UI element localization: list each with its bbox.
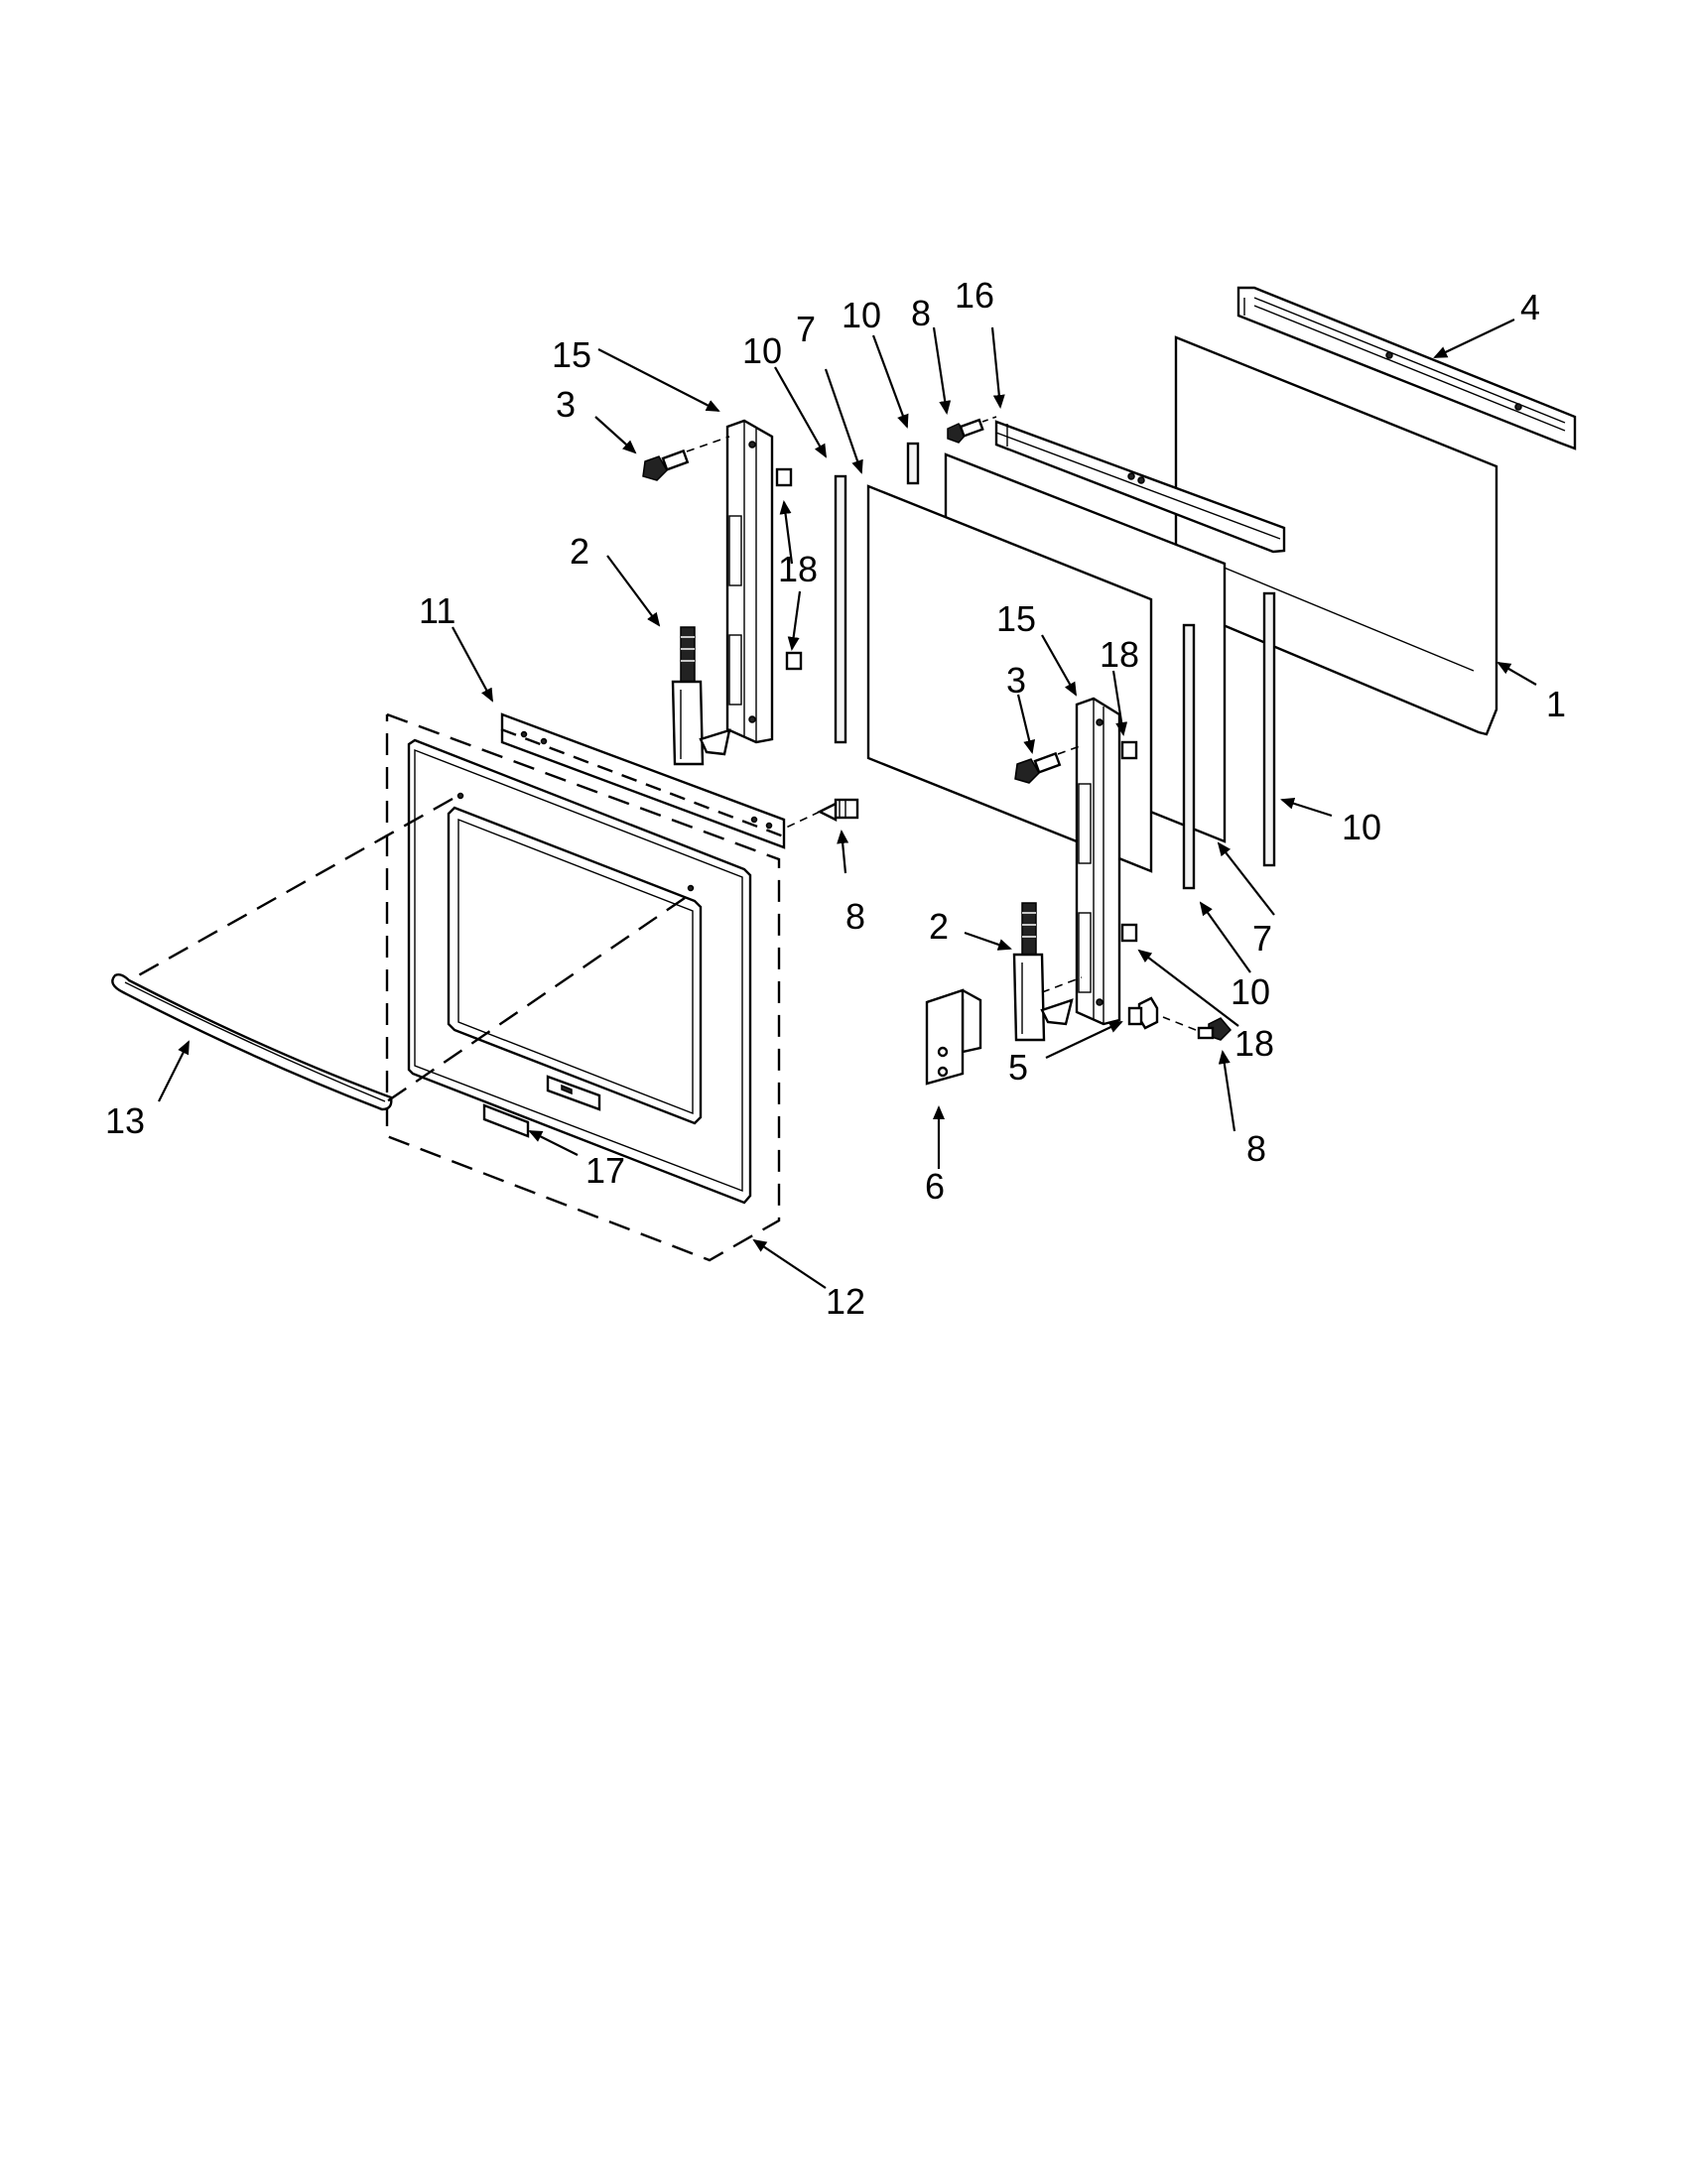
part-17-badge — [482, 1103, 530, 1138]
part-8-screws — [783, 416, 1233, 1041]
part-11-plate — [500, 712, 786, 849]
part-12-door-assembly — [385, 712, 781, 1262]
callout-4: 4 — [1520, 287, 1540, 327]
part-5-bracket — [1127, 996, 1159, 1030]
callout-16: 16 — [955, 275, 994, 316]
callout-18: 18 — [1234, 1023, 1274, 1064]
callout-2: 2 — [929, 906, 949, 947]
part-15-hinge-channel-left — [725, 419, 774, 744]
part-2-hinge-right — [1012, 902, 1083, 1042]
callout-10: 10 — [1342, 807, 1381, 847]
part-13-handle — [111, 972, 393, 1111]
part-18-clips — [775, 467, 1138, 943]
callout-10: 10 — [1231, 971, 1270, 1012]
callout-1: 1 — [1546, 684, 1566, 724]
callout-5: 5 — [1008, 1047, 1028, 1088]
callout-15: 15 — [552, 334, 591, 375]
callout-labels: 1 4 16 8 10 7 10 15 3 2 18 11 15 18 3 10… — [105, 275, 1566, 1322]
callout-10: 10 — [842, 295, 881, 335]
part-10-seals — [834, 442, 1276, 890]
callout-15: 15 — [996, 598, 1036, 639]
part-16-channel — [994, 420, 1286, 554]
part-15-hinge-channel-right — [1075, 697, 1121, 1026]
callout-7: 7 — [1252, 918, 1272, 959]
callout-7: 7 — [796, 309, 816, 349]
callout-18: 18 — [1100, 634, 1139, 675]
callout-10: 10 — [742, 330, 782, 371]
callout-6: 6 — [925, 1166, 945, 1207]
callout-11: 11 — [419, 590, 455, 631]
alignment-lines — [134, 727, 790, 1102]
part-4-top-trim — [1236, 286, 1577, 450]
callout-13: 13 — [105, 1100, 145, 1141]
callout-3: 3 — [556, 384, 576, 425]
callout-8: 8 — [845, 896, 865, 937]
part-3-screws — [642, 436, 1081, 784]
callout-8: 8 — [911, 293, 931, 333]
callout-18: 18 — [778, 549, 818, 589]
part-2-hinge-left — [671, 626, 731, 766]
leader-lines — [158, 319, 1537, 1289]
callout-17: 17 — [585, 1150, 625, 1191]
callout-3: 3 — [1006, 660, 1026, 701]
callout-12: 12 — [826, 1281, 865, 1322]
callout-8: 8 — [1246, 1128, 1266, 1169]
part-6-mounting-bracket — [925, 988, 982, 1086]
callout-2: 2 — [570, 531, 589, 572]
